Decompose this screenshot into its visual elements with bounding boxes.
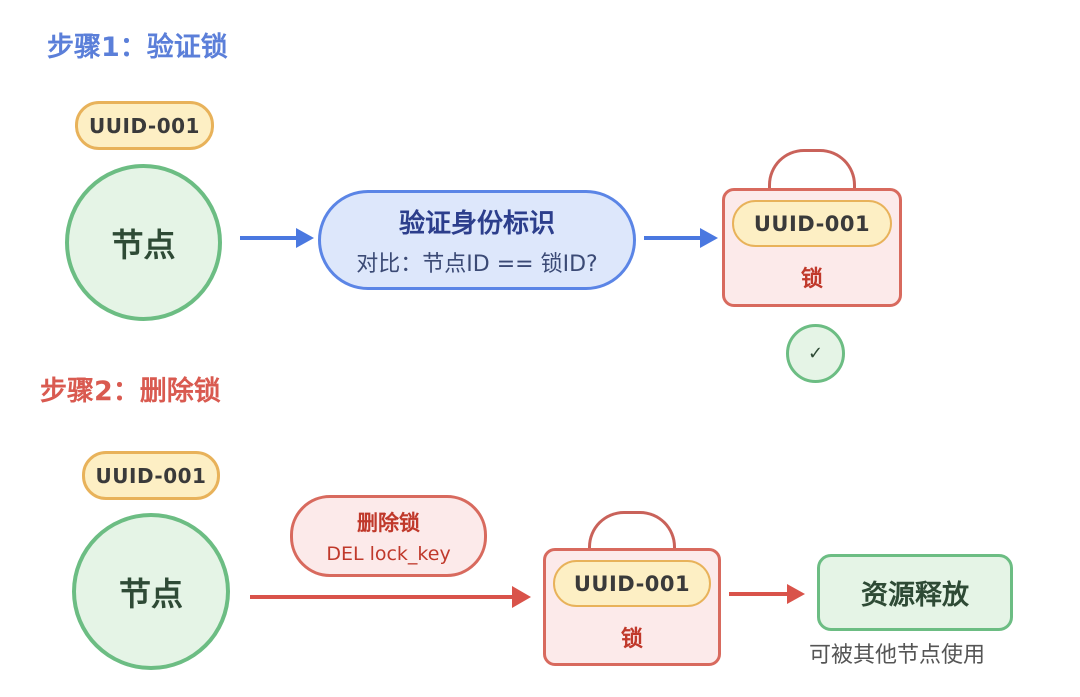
lock-label-step2: 锁 — [620, 627, 643, 652]
arrow-lock-to-release — [729, 584, 805, 604]
lock-icon-step2: UUID-001 锁 — [543, 548, 721, 666]
release-note: 可被其他节点使用 — [809, 643, 986, 668]
resource-release-box: 资源释放 — [817, 554, 1013, 631]
delete-command: DEL lock_key — [326, 543, 451, 565]
verify-subtitle: 对比：节点ID == 锁ID? — [356, 251, 598, 277]
step2-title: 步骤2：删除锁 — [40, 376, 221, 407]
arrow-node-to-lock — [250, 586, 531, 608]
verify-title: 验证身份标识 — [398, 208, 555, 239]
node-id-badge-step2: UUID-001 — [82, 451, 220, 500]
check-icon: ✓ — [786, 324, 845, 383]
node-circle: 节点 — [65, 164, 222, 321]
node-label: 节点 — [111, 225, 176, 264]
lock-icon: UUID-001 锁 — [722, 188, 902, 307]
node-id-badge: UUID-001 — [75, 101, 214, 150]
verify-identity-box: 验证身份标识 对比：节点ID == 锁ID? — [318, 190, 636, 290]
step1-title: 步骤1：验证锁 — [47, 32, 228, 63]
node-label-step2: 节点 — [118, 574, 183, 613]
check-mark: ✓ — [807, 343, 824, 364]
lock-label: 锁 — [800, 267, 823, 292]
delete-lock-box: 删除锁 DEL lock_key — [290, 495, 487, 577]
node-circle-step2: 节点 — [72, 513, 230, 670]
lock-id-badge-step2: UUID-001 — [553, 560, 711, 607]
arrow-verify-to-lock — [644, 228, 718, 248]
release-label: 资源释放 — [861, 580, 969, 611]
arrow-node-to-verify — [240, 228, 314, 248]
lock-id-badge: UUID-001 — [732, 200, 892, 247]
delete-title: 删除锁 — [357, 511, 420, 535]
